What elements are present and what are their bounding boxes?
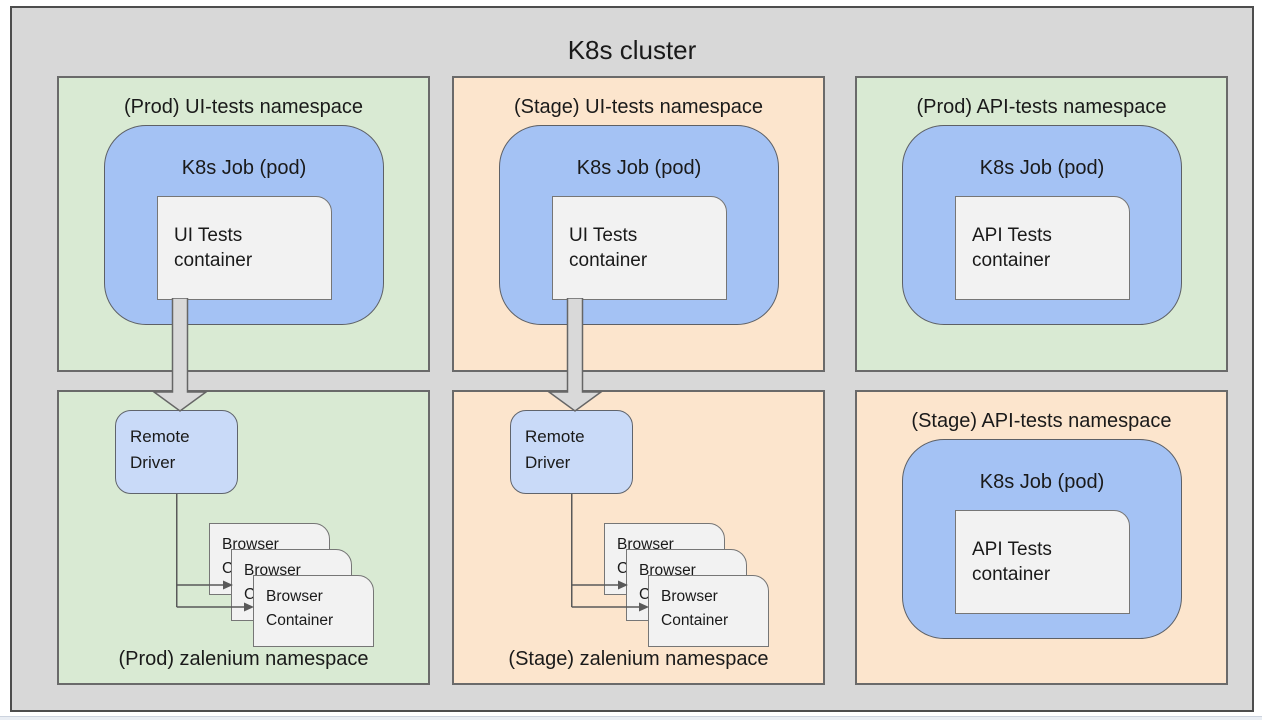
k8s-job-pod-box: K8s Job (pod) UI Tests container: [104, 125, 384, 325]
namespace-prod-api-tests: (Prod) API-tests namespace K8s Job (pod)…: [855, 76, 1228, 372]
remote-driver-box: Remote Driver: [510, 410, 633, 494]
connector-arrow-icon: [176, 494, 254, 612]
ui-tests-container-box: UI Tests container: [157, 196, 332, 300]
namespace-label: (Stage) zalenium namespace: [508, 648, 769, 670]
browser-container-box: Browser Container: [648, 575, 769, 647]
namespace-label: (Stage) UI-tests namespace: [514, 96, 763, 118]
k8s-job-pod-box: K8s Job (pod) API Tests container: [902, 125, 1182, 325]
k8s-job-pod-box: K8s Job (pod) UI Tests container: [499, 125, 779, 325]
namespace-prod-ui-tests: (Prod) UI-tests namespace K8s Job (pod) …: [57, 76, 430, 372]
namespace-label: (Prod) UI-tests namespace: [124, 96, 363, 118]
namespace-label: (Stage) API-tests namespace: [911, 410, 1172, 432]
namespace-stage-zalenium: Remote Driver Browser Container Browser …: [452, 390, 825, 685]
flow-arrow-icon: [151, 298, 209, 412]
cluster-title: K8s cluster: [567, 35, 697, 65]
k8s-job-label: K8s Job (pod): [979, 471, 1105, 493]
k8s-job-label: K8s Job (pod): [181, 157, 307, 179]
api-tests-container-box: API Tests container: [955, 510, 1130, 614]
namespace-label: (Prod) API-tests namespace: [916, 96, 1167, 118]
k8s-job-label: K8s Job (pod): [576, 157, 702, 179]
remote-driver-box: Remote Driver: [115, 410, 238, 494]
connector-arrow-icon: [571, 494, 649, 612]
k8s-job-pod-box: K8s Job (pod) API Tests container: [902, 439, 1182, 639]
namespace-stage-ui-tests: (Stage) UI-tests namespace K8s Job (pod)…: [452, 76, 825, 372]
browser-container-box: Browser Container: [253, 575, 374, 647]
api-tests-container-box: API Tests container: [955, 196, 1130, 300]
ui-tests-container-box: UI Tests container: [552, 196, 727, 300]
namespace-prod-zalenium: Remote Driver Browser Container Browser …: [57, 390, 430, 685]
namespace-label: (Prod) zalenium namespace: [118, 648, 369, 670]
flow-arrow-icon: [546, 298, 604, 412]
bottom-edge-strip: [0, 716, 1262, 720]
namespace-stage-api-tests: (Stage) API-tests namespace K8s Job (pod…: [855, 390, 1228, 685]
k8s-job-label: K8s Job (pod): [979, 157, 1105, 179]
